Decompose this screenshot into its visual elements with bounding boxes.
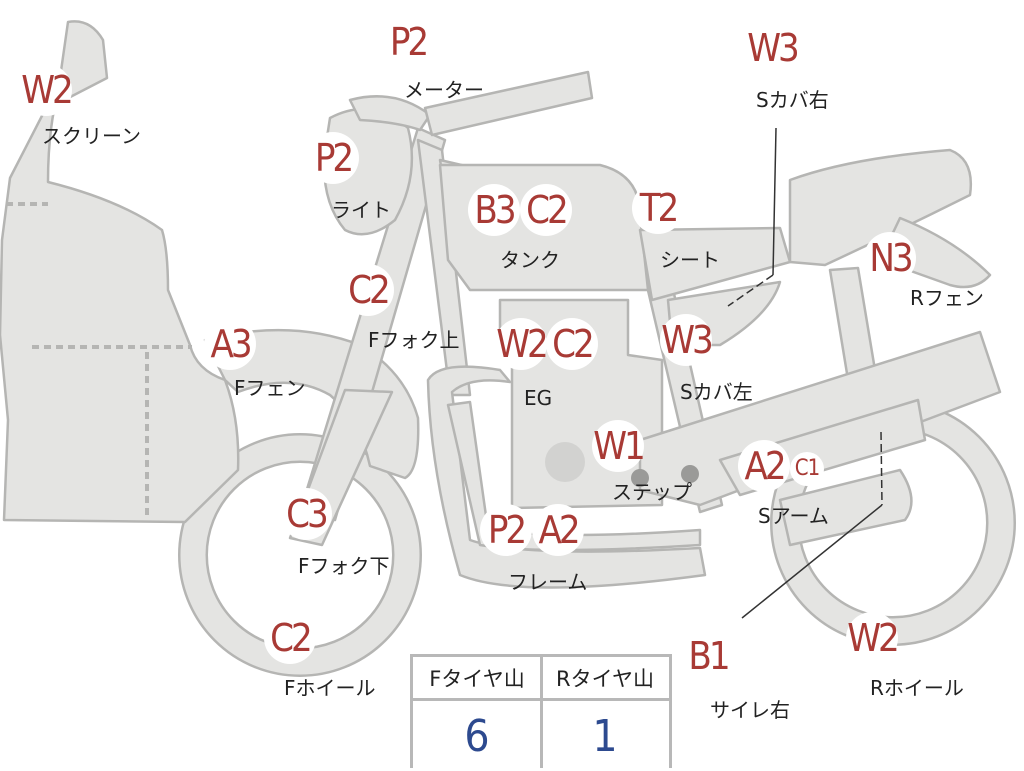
part-label: Rホイール — [870, 676, 964, 700]
grade-badge: W2 — [846, 612, 900, 664]
grade-badge: T2 — [632, 182, 684, 234]
grade-badge: B3 — [468, 184, 520, 236]
front-tire-value: 6 — [464, 710, 490, 762]
grade-badge: W3 — [746, 22, 800, 74]
grade-badge: C2 — [342, 264, 394, 316]
part-label: Fホイール — [284, 676, 376, 700]
grade-badge: B1 — [682, 630, 734, 682]
rear-tire-value: 1 — [592, 710, 618, 762]
part-label: ライト — [331, 198, 391, 222]
grade-badge: W2 — [495, 318, 549, 370]
part-label: タンク — [500, 248, 560, 272]
grade-badge: P2 — [382, 16, 434, 68]
grade-badge: A2 — [738, 440, 790, 492]
part-label: Sカバ右 — [756, 88, 829, 112]
grade-badge: C2 — [520, 184, 572, 236]
table-divider — [540, 657, 543, 768]
part-label: シート — [660, 248, 720, 272]
grade-badge: W3 — [660, 314, 714, 366]
grade-badge: P2 — [307, 132, 359, 184]
grade-badge: A3 — [204, 318, 256, 370]
grade-badge: C2 — [264, 612, 316, 664]
grade-badge: C1 — [790, 452, 824, 486]
part-label: EG — [524, 386, 553, 410]
part-label: Fフォク上 — [368, 328, 460, 352]
grade-badge: N3 — [864, 232, 916, 284]
part-label: メーター — [404, 78, 484, 102]
tire-tread-table: Fタイヤ山 Rタイヤ山 6 1 — [410, 654, 672, 768]
part-label: Fフェン — [234, 376, 306, 400]
grade-badge: W2 — [20, 64, 74, 116]
grade-badge: A2 — [532, 504, 584, 556]
part-label: Sアーム — [758, 504, 829, 528]
frame-shape — [416, 138, 472, 397]
muffler-shape — [778, 468, 913, 547]
rear-tire-header: Rタイヤ山 — [541, 657, 669, 701]
grade-badge: C3 — [280, 488, 332, 540]
part-label: Sカバ左 — [680, 380, 753, 404]
grade-badge: P2 — [480, 504, 532, 556]
part-label: サイレ右 — [710, 698, 790, 722]
grade-badge: W1 — [592, 420, 646, 472]
part-label: ステップ — [612, 480, 692, 504]
part-label: スクリーン — [42, 124, 141, 148]
grade-badge: C2 — [546, 318, 598, 370]
part-label: フレーム — [508, 570, 588, 594]
part-label: Fフォク下 — [298, 554, 390, 578]
part-label: Rフェン — [910, 286, 984, 310]
front-tire-header: Fタイヤ山 — [413, 657, 541, 701]
